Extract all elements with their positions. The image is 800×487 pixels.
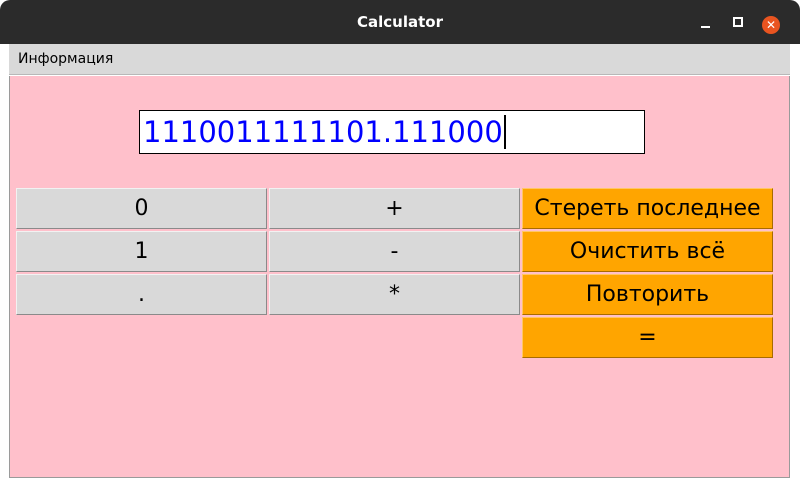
digit-0-button[interactable]: 0 [16,188,267,229]
minimize-button[interactable] [696,12,716,32]
menu-bar: Информация [9,44,790,75]
display-field[interactable]: 1110011111101.111000 [139,110,645,154]
maximize-icon [733,17,743,27]
backspace-button[interactable]: Стереть последнее [522,188,773,229]
clear-all-button[interactable]: Очистить всё [522,231,773,272]
equals-button[interactable]: = [522,317,773,358]
minimize-icon [701,26,710,28]
decimal-point-button[interactable]: . [16,274,267,315]
close-button[interactable]: ✕ [762,16,780,34]
close-icon: ✕ [765,18,777,32]
menu-item-info[interactable]: Информация [18,51,114,67]
calculator-body: 1110011111101.111000 0 1 . + - * Стереть… [9,76,790,478]
digit-1-button[interactable]: 1 [16,231,267,272]
text-caret [503,115,506,149]
minus-button[interactable]: - [269,231,520,272]
plus-button[interactable]: + [269,188,520,229]
title-bar[interactable]: Calculator ✕ [0,0,800,44]
display-text-container: 1110011111101.111000 [143,111,506,153]
maximize-button[interactable] [728,12,748,32]
multiply-button[interactable]: * [269,274,520,315]
display-value: 1110011111101.111000 [143,115,503,149]
repeat-button[interactable]: Повторить [522,274,773,315]
window-title: Calculator [357,13,443,31]
